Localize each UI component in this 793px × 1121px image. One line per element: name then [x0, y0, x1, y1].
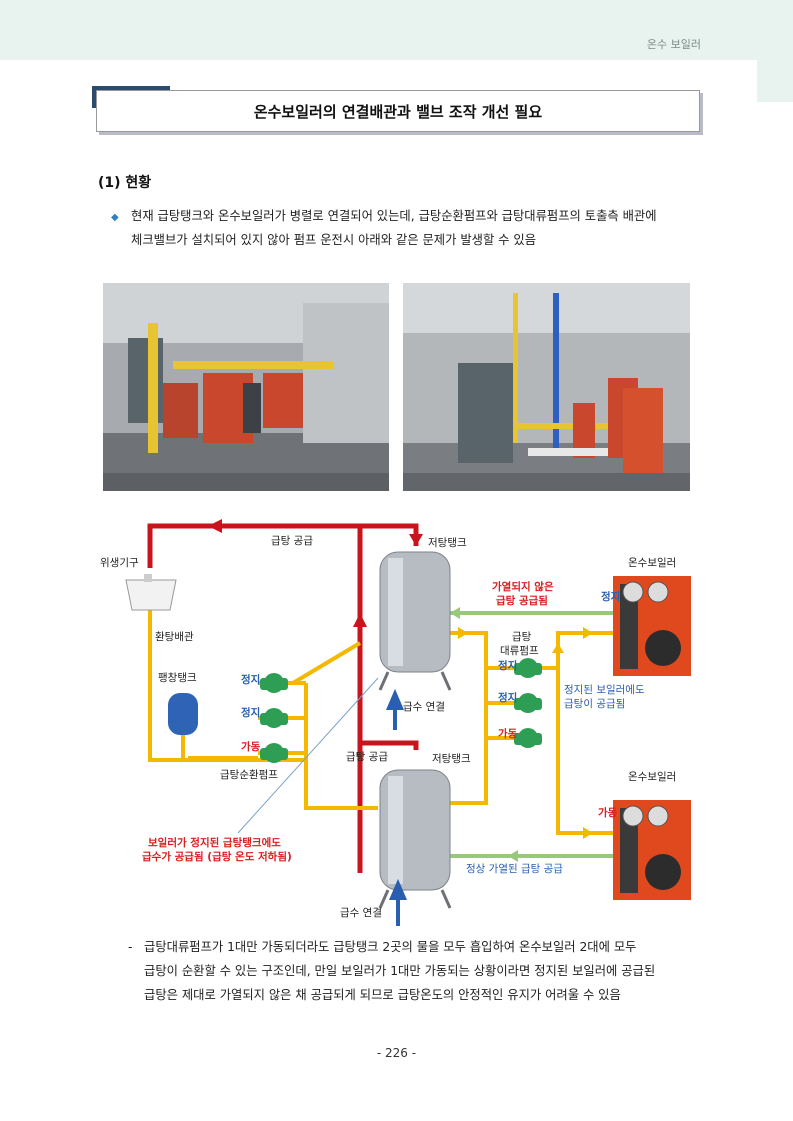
- label-stop-1: 정지: [498, 659, 517, 672]
- label-supply-mid: 급탕 공급: [346, 751, 388, 763]
- label-supply-top: 급탕 공급: [271, 535, 313, 547]
- sanitary-fixture: [125, 574, 177, 611]
- label-stopped-boiler-1: 정지된 보일러에도: [564, 683, 645, 696]
- diamond-bullet-icon: ◆: [111, 212, 119, 223]
- dash-line-3: 급탕은 제대로 가열되지 않은 채 공급되게 되므로 급탕온도의 안정적인 유지…: [144, 988, 621, 1002]
- label-conv-pump-1: 급탕: [512, 631, 532, 643]
- label-stop-4: 정지: [241, 706, 260, 719]
- label-boiler-top: 온수보일러: [628, 556, 676, 569]
- label-return-pipe: 환탕배관: [155, 631, 194, 643]
- label-unheated-2: 급탕 공급됨: [496, 594, 548, 607]
- circulation-pumps: [260, 673, 288, 763]
- label-warn-1: 보일러가 정지된 급탕탱크에도: [148, 836, 281, 849]
- label-boiler-bottom: 온수보일러: [628, 770, 676, 783]
- bullet-line-1: 현재 급탕탱크와 온수보일러가 병렬로 연결되어 있는데, 급탕순환펌프와 급탕…: [131, 209, 657, 223]
- dash-line-2: 급탕이 순환할 수 있는 구조인데, 만일 보일러가 1대만 가동되는 상황이라…: [144, 964, 656, 978]
- expansion-tank: [168, 693, 198, 760]
- label-warn-2: 급수가 공급됨 (급탕 온도 저하됨): [142, 850, 292, 863]
- label-stop-boiler: 정지: [601, 590, 620, 603]
- dash-line-1: 급탕대류펌프가 1대만 가동되더라도 급탕탱크 2곳의 물을 모두 흡입하여 온…: [144, 940, 637, 954]
- header-tab: [757, 60, 793, 102]
- label-run-boiler: 가동: [598, 806, 618, 819]
- piping-diagram: 급탕 공급 저탕탱크 위생기구 온수보일러 가열되지 않은 급탕 공급됨 정지 …: [88, 518, 708, 932]
- label-water-conn-2: 급수 연결: [340, 907, 382, 919]
- label-run-1: 가동: [498, 727, 518, 740]
- boiler-room-photo-left: [103, 283, 389, 491]
- hot-supply-pipe: [147, 519, 423, 873]
- boiler-top: [613, 576, 691, 676]
- page-title: 온수보일러의 연결배관과 밸브 조작 개선 필요: [253, 102, 543, 121]
- label-unheated-1: 가열되지 않은: [492, 580, 554, 593]
- label-storage-tank-bottom: 저탕탱크: [432, 753, 471, 765]
- heated-supply-pipe: [450, 611, 613, 858]
- label-storage-tank-top: 저탕탱크: [428, 537, 467, 549]
- water-inlet-arrow-top: [385, 688, 405, 730]
- label-circ-pump: 급탕순환펌프: [220, 769, 278, 781]
- header-band: [0, 0, 793, 60]
- bullet-paragraph: ◆ 현재 급탕탱크와 온수보일러가 병렬로 연결되어 있는데, 급탕순환펌프와 …: [111, 204, 701, 252]
- boiler-bottom: [613, 800, 691, 900]
- label-stop-3: 정지: [498, 691, 517, 704]
- label-stopped-boiler-2: 급탕이 공급됨: [564, 698, 625, 710]
- leader-line: [237, 677, 379, 834]
- water-inlet-arrow-bottom: [388, 878, 408, 926]
- section-heading: (1) 현황: [98, 175, 152, 191]
- label-conv-pump-2: 대류펌프: [500, 645, 539, 657]
- title-box: 온수보일러의 연결배관과 밸브 조작 개선 필요: [96, 90, 700, 132]
- storage-tank-bottom: [378, 769, 452, 909]
- page-number: - 226 -: [376, 1046, 417, 1060]
- dash-marker: -: [128, 940, 133, 954]
- label-water-conn-1: 급수 연결: [403, 701, 445, 713]
- bullet-line-2: 체크밸브가 설치되어 있지 않아 펌프 운전시 아래와 같은 문제가 발생할 수…: [131, 233, 537, 247]
- label-run-2: 가동: [241, 740, 261, 753]
- boiler-room-photo-right: [403, 283, 690, 491]
- label-sanitary: 위생기구: [100, 556, 139, 569]
- storage-tank-top: [378, 551, 452, 691]
- label-expansion-tank: 팽창탱크: [158, 672, 197, 684]
- dash-paragraph: - 급탕대류펌프가 1대만 가동되더라도 급탕탱크 2곳의 물을 모두 흡입하여…: [128, 935, 700, 1007]
- label-stop-2: 정지: [241, 673, 260, 686]
- header-category: 온수 보일러: [646, 38, 701, 51]
- convection-pumps: [514, 658, 542, 748]
- label-normal-supply: 정상 가열된 급탕 공급: [466, 863, 563, 875]
